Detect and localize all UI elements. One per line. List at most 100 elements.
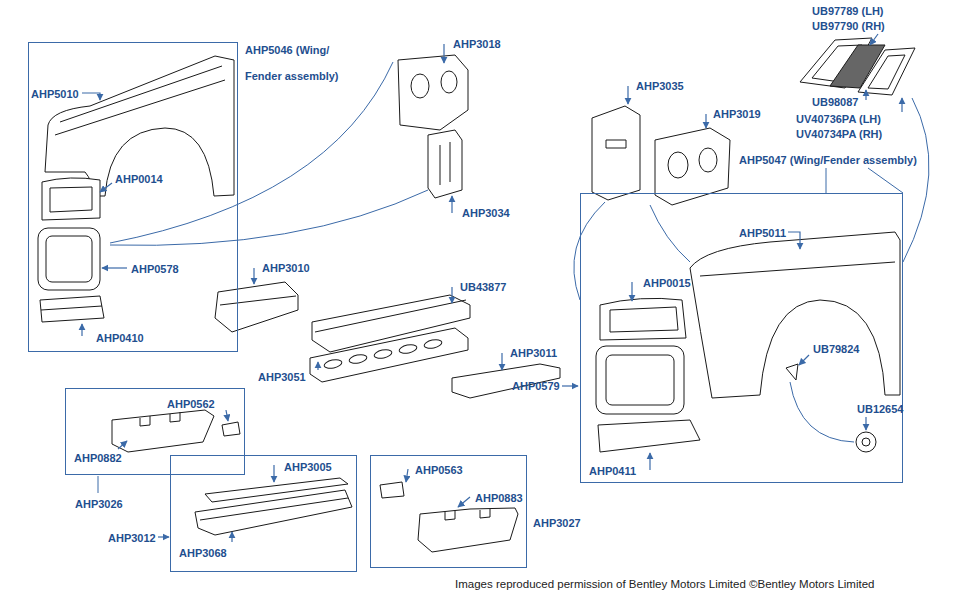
panel-line	[315, 300, 466, 332]
callout-arrow	[451, 287, 452, 303]
callout-number: AHP0014	[115, 172, 163, 186]
callout-arrow	[406, 469, 408, 482]
callout-arrow	[901, 98, 902, 112]
callout-arrow	[226, 410, 228, 421]
grille-slot	[348, 353, 367, 365]
headlamp-surround	[600, 298, 686, 340]
callout-number: AHP3005	[284, 460, 332, 474]
callout-number: UB12654	[857, 402, 903, 416]
leader-curve	[110, 62, 393, 243]
callout-number: AHP5010	[31, 87, 79, 101]
leader-curve	[903, 98, 929, 262]
callout-number: AHP0411	[589, 464, 636, 478]
callout-arrow	[273, 465, 274, 482]
callout-arrow	[158, 536, 169, 537]
panel-notches	[140, 412, 180, 426]
group-label: AHP3026	[75, 497, 123, 511]
group-box: AHP3012AHP3005AHP3068	[170, 455, 357, 572]
group-box: AHP3026AHP0562AHP0882	[65, 388, 245, 475]
callout-arrow	[458, 497, 470, 507]
group-label: AHP5046 (Wing/ Fender assembly)	[245, 37, 367, 89]
leader-line	[98, 476, 99, 493]
headlamp-surround-inner	[610, 307, 678, 332]
panel-line	[220, 296, 296, 305]
group-label: AHP3027	[533, 516, 581, 530]
fender-crease	[700, 262, 895, 276]
fender-drawing	[45, 56, 234, 196]
leader-curve	[790, 382, 854, 442]
fender-drawing	[690, 232, 900, 398]
fender-crease	[55, 80, 225, 135]
callout-arrow	[631, 282, 632, 301]
callout-arrow	[443, 44, 444, 63]
callout-arrow	[317, 362, 318, 370]
callout-number: AHP0410	[96, 331, 144, 345]
grille-slot	[373, 348, 392, 360]
bracket-slot	[440, 142, 450, 185]
sticker-drawing	[786, 364, 798, 380]
callout-number: UB98087	[812, 95, 858, 109]
callout-number: AHP3019	[713, 107, 761, 121]
grille-slot	[398, 343, 417, 355]
callout-number: AHP3034	[462, 206, 510, 220]
strip-line	[200, 498, 348, 520]
callout-arrow	[627, 86, 628, 104]
callout-number: UV40736PA (LH)	[796, 112, 881, 126]
callout-number: UB97789 (LH)	[812, 4, 884, 18]
panel-drawing	[418, 508, 518, 552]
fender-flange	[60, 66, 222, 122]
bracket-hole	[441, 71, 457, 93]
callout-arrow	[451, 196, 452, 213]
callout-number: AHP3011	[510, 346, 557, 360]
callout-arrow	[865, 417, 866, 430]
callout-number: AHP3010	[262, 261, 310, 275]
lamp-ring-inner	[606, 355, 674, 405]
callout-number: AHP5011	[739, 226, 786, 240]
leader-curve	[650, 205, 690, 262]
panel-drawing	[215, 282, 298, 332]
bracket-hole	[411, 74, 429, 98]
callout-arrow	[799, 355, 809, 365]
panel-drawing	[452, 364, 560, 398]
headlamp-surround-inner	[50, 187, 92, 212]
vent-inner	[868, 55, 905, 89]
leader-curve	[574, 202, 605, 300]
callout-number: AHP3035	[636, 79, 684, 93]
bracket-hole	[668, 152, 688, 178]
copyright-caption: Images reproduced permission of Bentley …	[455, 577, 874, 591]
callout-arrow	[562, 385, 578, 386]
valance-drawing	[598, 420, 700, 452]
bracket-slot	[606, 140, 626, 148]
callout-arrow	[81, 324, 82, 336]
callout-number: AHP3018	[453, 37, 501, 51]
callout-number: UB79824	[813, 342, 859, 356]
callout-number: AHP0883	[475, 491, 523, 505]
lamp-ring-inner	[46, 236, 92, 282]
lamp-ring	[38, 228, 100, 290]
leader-line	[826, 168, 827, 193]
lamp-ring	[596, 346, 684, 414]
callout-arrow	[102, 267, 127, 268]
callout-number: AHP0882	[74, 451, 122, 465]
grille-slot	[323, 358, 342, 370]
leader-line	[868, 168, 903, 193]
clip-drawing	[222, 422, 240, 436]
grille-slot	[423, 338, 442, 350]
callout-number: AHP0578	[131, 262, 179, 276]
grommet-inner	[862, 438, 870, 446]
clip-drawing	[380, 482, 404, 498]
headlamp-surround	[42, 178, 100, 220]
callout-number: AHP0563	[415, 463, 463, 477]
callout-arrow	[865, 90, 866, 100]
callout-arrow	[118, 441, 127, 449]
callout-arrow	[253, 268, 254, 284]
valance-line	[41, 306, 102, 310]
callout-arrow	[788, 232, 800, 249]
callout-number: UB97790 (RH)	[812, 19, 885, 33]
callout-arrow	[649, 453, 650, 470]
callout-number: AHP0015	[643, 276, 691, 290]
group-box: AHP5046 (Wing/ Fender assembly)AHP5010AH…	[28, 42, 238, 352]
bracket-drawing	[592, 106, 640, 200]
callout-number: AHP3051	[258, 370, 306, 384]
group-box: AHP3027AHP0563AHP0883	[370, 455, 527, 568]
